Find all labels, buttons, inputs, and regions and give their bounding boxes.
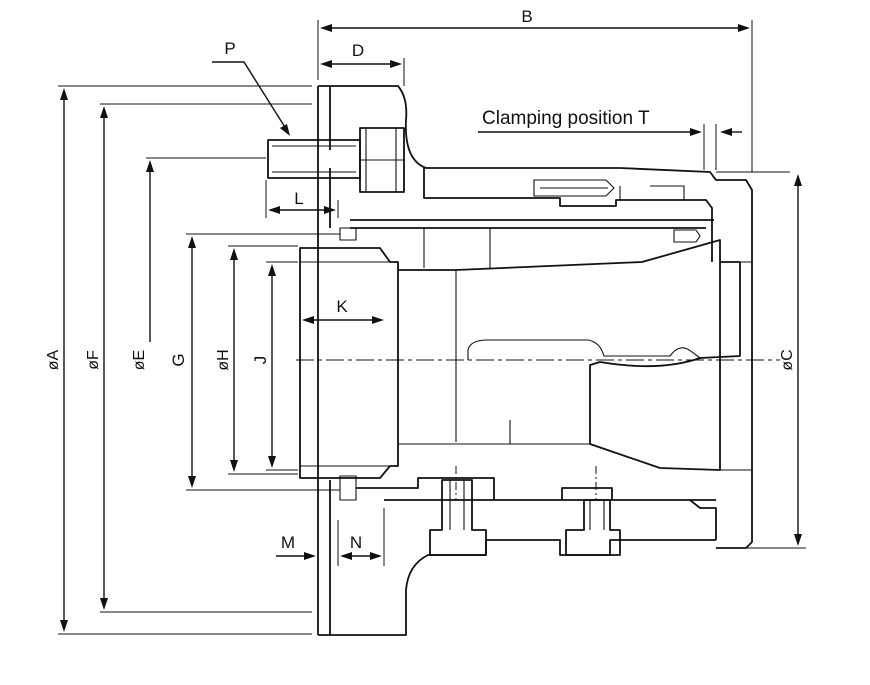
chuck-body-outline (317, 85, 753, 636)
label-n: N (350, 533, 362, 552)
label-e: øE (131, 350, 148, 370)
label-g: G (169, 353, 188, 366)
extension-lines (58, 20, 806, 635)
set-pins-and-screws (429, 179, 701, 556)
mounting-bolt (267, 127, 405, 193)
dimension-labels: B D P Clamping position T L K M N øA øF … (45, 7, 796, 552)
label-b: B (521, 7, 532, 26)
label-l: L (294, 189, 303, 208)
label-c: øC (779, 349, 796, 370)
label-k: K (336, 297, 348, 316)
label-j: J (251, 356, 270, 365)
label-f: øF (85, 350, 102, 370)
dimension-lines (60, 24, 802, 632)
label-d: D (352, 41, 364, 60)
label-a: øA (45, 349, 62, 370)
label-clamping-position-t: Clamping position T (482, 108, 650, 129)
label-m: M (281, 533, 295, 552)
collet-nut-and-collet (299, 239, 752, 479)
centerlines (296, 359, 780, 500)
label-h: øH (215, 349, 232, 370)
label-p: P (224, 39, 235, 58)
